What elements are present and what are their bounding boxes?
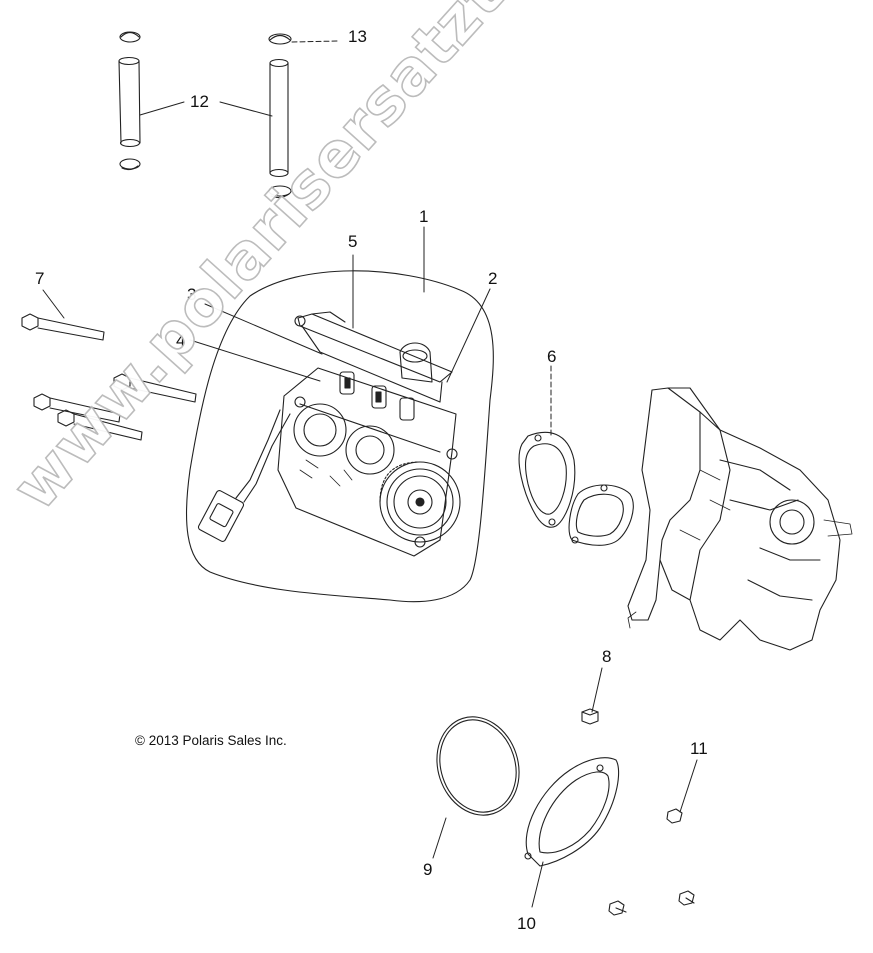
leader-lines (42, 40, 698, 908)
callout-6: 6 (547, 347, 557, 366)
hose-right (268, 33, 292, 199)
callout-4: 4 (176, 331, 186, 350)
copyright-notice: © 2013 Polaris Sales Inc. (135, 733, 287, 748)
bolt-8 (581, 708, 599, 725)
o-ring (436, 716, 520, 816)
callout-7: 7 (35, 269, 45, 288)
callout-12: 12 (190, 92, 209, 111)
callout-1: 1 (419, 207, 429, 226)
gaskets (518, 431, 634, 546)
callout-5: 5 (348, 232, 358, 251)
callout-9: 9 (423, 860, 433, 879)
bolts (21, 313, 197, 441)
callout-11: 11 (690, 739, 708, 758)
assembly-outline (186, 270, 494, 603)
callout-10: 10 (517, 914, 536, 933)
callout-2: 2 (488, 269, 498, 288)
hose-left (118, 31, 141, 171)
screws (608, 808, 695, 916)
callout-8: 8 (602, 647, 612, 666)
cover-plate (524, 757, 620, 867)
engine-block (627, 387, 853, 651)
callout-3: 3 (187, 285, 197, 304)
callout-13: 13 (348, 27, 367, 46)
throttle-body (197, 311, 461, 557)
